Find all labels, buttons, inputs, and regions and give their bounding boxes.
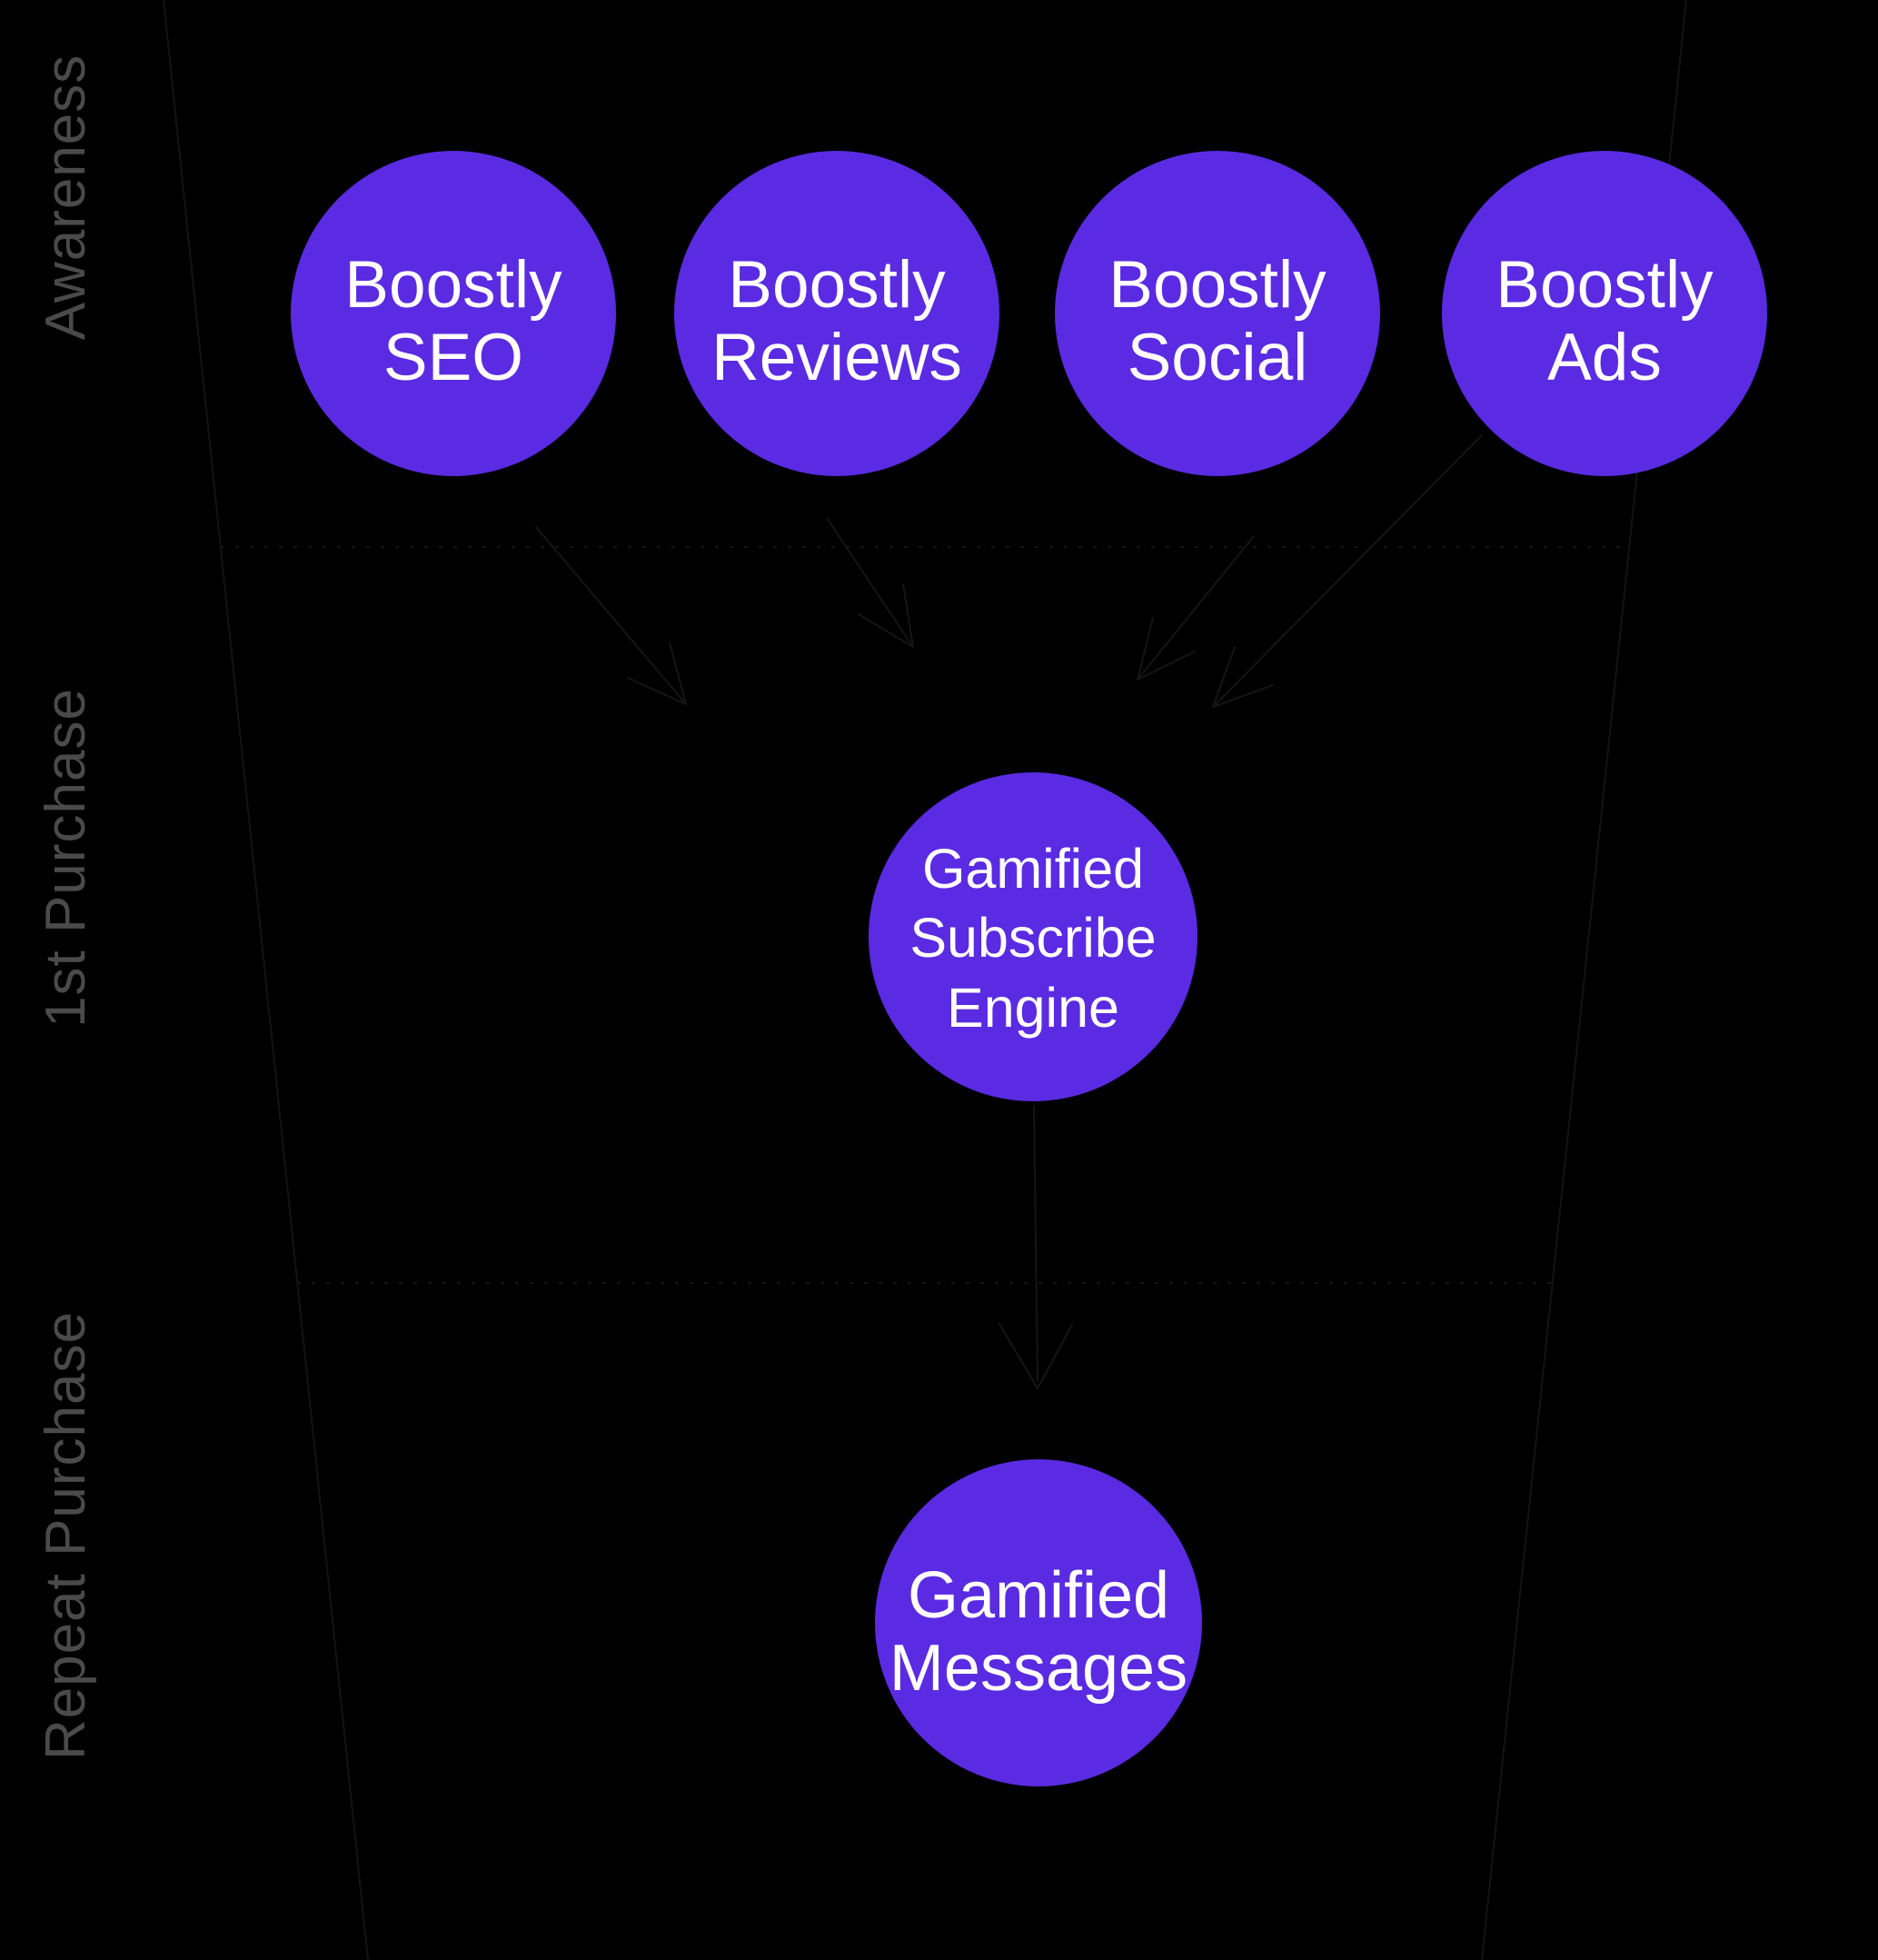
arrow-reviews-to-engine bbox=[826, 517, 914, 648]
arrow-seo-shaft bbox=[535, 526, 687, 705]
arrow-social-shaft bbox=[1137, 535, 1255, 681]
circle-boostly-seo-shape bbox=[291, 151, 616, 476]
arrow-seo-to-engine bbox=[535, 526, 687, 705]
stage-label-awareness: Awareness bbox=[35, 55, 97, 341]
arrow-reviews-shaft bbox=[826, 517, 914, 648]
circle-gamified-messages-line1: Gamified bbox=[908, 1559, 1169, 1632]
circle-gamified-subscribe-engine-line1: Gamified bbox=[922, 838, 1144, 900]
arrow-social-head bbox=[1137, 617, 1196, 681]
circle-gamified-subscribe-engine-line2: Subscribe bbox=[909, 907, 1156, 969]
arrow-engine-head bbox=[999, 1323, 1073, 1389]
funnel-left-edge bbox=[163, 0, 369, 1960]
arrow-social-to-engine bbox=[1137, 535, 1255, 681]
arrow-ads-to-engine bbox=[1212, 435, 1482, 708]
circle-boostly-ads-line2: Ads bbox=[1547, 321, 1662, 394]
circle-gamified-messages-line2: Messages bbox=[889, 1632, 1187, 1705]
circle-gamified-subscribe-engine-line3: Engine bbox=[947, 977, 1119, 1039]
arrow-seo-head bbox=[627, 642, 687, 705]
circle-boostly-ads-line1: Boostly bbox=[1495, 248, 1714, 322]
circle-boostly-social-shape bbox=[1055, 151, 1380, 476]
stage-label-repeat-purchase: Repeat Purchase bbox=[35, 1311, 97, 1760]
circle-boostly-ads: Boostly Ads bbox=[1442, 151, 1767, 476]
circle-boostly-seo-line1: Boostly bbox=[344, 248, 562, 322]
circle-gamified-messages: Gamified Messages bbox=[875, 1459, 1202, 1786]
arrow-ads-head bbox=[1212, 646, 1274, 708]
circle-boostly-social-line2: Social bbox=[1128, 321, 1308, 394]
arrow-ads-shaft bbox=[1212, 435, 1482, 708]
circle-boostly-reviews-line1: Boostly bbox=[728, 248, 946, 322]
circle-gamified-subscribe-engine-shape bbox=[869, 772, 1197, 1101]
circle-boostly-reviews-line2: Reviews bbox=[711, 321, 962, 394]
arrow-reviews-head bbox=[858, 583, 914, 648]
circle-boostly-ads-shape bbox=[1442, 151, 1767, 476]
circle-gamified-messages-shape bbox=[875, 1459, 1202, 1786]
circle-boostly-seo-line2: SEO bbox=[383, 321, 523, 394]
stage-label-first-purchase: 1st Purchase bbox=[35, 688, 97, 1028]
circle-boostly-reviews: Boostly Reviews bbox=[674, 151, 999, 476]
arrow-engine-to-messages bbox=[999, 1106, 1073, 1389]
circle-boostly-social: Boostly Social bbox=[1055, 151, 1380, 476]
circle-boostly-social-line1: Boostly bbox=[1108, 248, 1327, 322]
circle-boostly-reviews-shape bbox=[674, 151, 999, 476]
circle-gamified-subscribe-engine: Gamified Subscribe Engine bbox=[869, 772, 1197, 1101]
arrow-engine-shaft bbox=[1033, 1106, 1038, 1382]
circle-boostly-seo: Boostly SEO bbox=[291, 151, 616, 476]
